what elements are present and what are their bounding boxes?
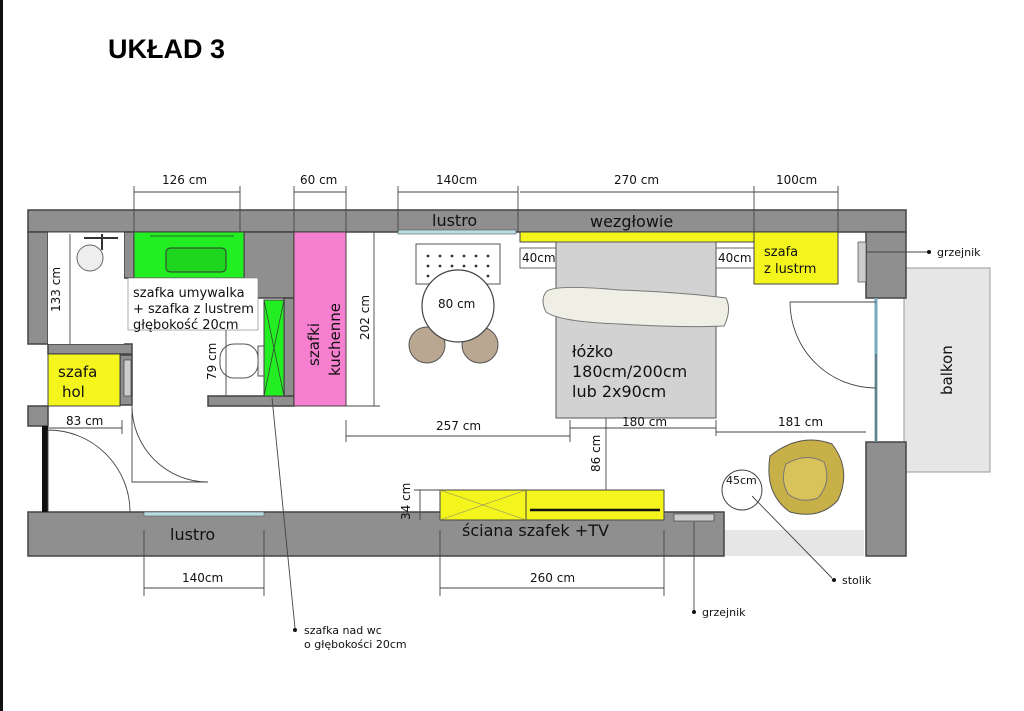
- dim-cabinet-wall: 260 cm: [530, 571, 575, 585]
- radiator-bottom: [673, 513, 715, 522]
- sink-cabinet-label-2: + szafka z lustrem: [133, 302, 254, 317]
- entrance-door[interactable]: [47, 429, 131, 513]
- wardrobe-mirror: [753, 231, 839, 285]
- dim-wc-depth: 79 cm: [205, 343, 219, 380]
- armchair: [768, 439, 845, 515]
- dim-mirror-top: 140cm: [436, 173, 477, 187]
- cabinet-wall-label: ściana szafek +TV: [462, 521, 609, 540]
- dim-bath-height: 133 cm: [49, 267, 63, 312]
- balcony-label: balkon: [938, 345, 956, 395]
- side-table-label: stolik: [842, 574, 872, 587]
- dim-bed-to-cabinet: 86 cm: [589, 435, 603, 472]
- radiator-top: [857, 241, 867, 283]
- dim-chair-area: 181 cm: [778, 415, 823, 429]
- plan-title: UKŁAD 3: [108, 34, 225, 64]
- dim-bath-width: 126 cm: [162, 173, 207, 187]
- table-size: 80 cm: [438, 297, 475, 311]
- sink-cabinet-label-1: szafka umywalka: [133, 286, 245, 301]
- radiator-top-label: grzejnik: [937, 246, 981, 259]
- mirror-top: [397, 229, 517, 235]
- wardrobe-label-1: szafa: [764, 245, 798, 260]
- dim-kitchen-to-bed: 257 cm: [436, 419, 481, 433]
- hall-wardrobe: [47, 353, 121, 407]
- hall-wardrobe-label-1: szafa: [58, 363, 97, 381]
- kitchen-label-2: kuchenne: [326, 303, 344, 376]
- dim-wardrobe-width: 100cm: [776, 173, 817, 187]
- kitchen-cabinets: [293, 231, 347, 407]
- sink-cabinet-label-box: [127, 277, 259, 331]
- wardrobe-label-2: z lustrm: [764, 262, 816, 277]
- duvet: [542, 286, 730, 328]
- page-edge: [0, 0, 3, 711]
- bathroom-door[interactable]: [131, 405, 209, 483]
- bed-label-3: lub 2x90cm: [572, 382, 666, 401]
- dim-cabinet-depth: 34 cm: [399, 483, 413, 520]
- hall-wardrobe-label-2: hol: [62, 383, 85, 401]
- dim-mirror-bottom: 140cm: [182, 571, 223, 585]
- balcony: [903, 267, 991, 473]
- wc-cabinet-label-1: szafka nad wc: [304, 624, 382, 637]
- balcony-strip: [722, 530, 864, 556]
- mirror-top-label: lustro: [432, 211, 477, 230]
- side-table-size: 45cm: [726, 474, 757, 487]
- dining-table: [421, 269, 495, 343]
- wc-cabinet-label-2: o głębokości 20cm: [304, 638, 407, 651]
- dim-kitchen-length: 202 cm: [358, 295, 372, 340]
- side-table: [721, 469, 763, 511]
- cabinet-wall: [439, 489, 665, 521]
- dim-door-width: 83 cm: [66, 414, 103, 428]
- shower-drain: [76, 244, 104, 272]
- nightstand-right-size: 40cm: [718, 251, 752, 265]
- walls: [27, 209, 907, 557]
- dim-bed-length: 180 cm: [622, 415, 667, 429]
- mirror-bottom-label: lustro: [170, 525, 215, 544]
- dimension-lines: [48, 186, 866, 596]
- dim-bed-wall: 270 cm: [614, 173, 659, 187]
- balcony-door[interactable]: [789, 301, 877, 389]
- bed: [555, 241, 717, 419]
- bed-label-2: 180cm/200cm: [572, 362, 687, 381]
- bed-label-1: łóżko: [572, 342, 613, 361]
- nightstand-left-size: 40cm: [522, 251, 556, 265]
- headboard: [519, 231, 755, 243]
- chair-left: [408, 326, 446, 364]
- entrance-jamb: [42, 426, 48, 512]
- dim-kitchen-width: 60 cm: [300, 173, 337, 187]
- sink: [165, 247, 227, 273]
- radiator-bottom-label: grzejnik: [702, 606, 746, 619]
- sink-cabinet-label-3: głębokość 20cm: [133, 318, 239, 333]
- headboard-label: wezgłowie: [590, 212, 673, 231]
- mirror-bottom: [143, 511, 265, 517]
- kitchen-label-1: szafki: [305, 323, 323, 366]
